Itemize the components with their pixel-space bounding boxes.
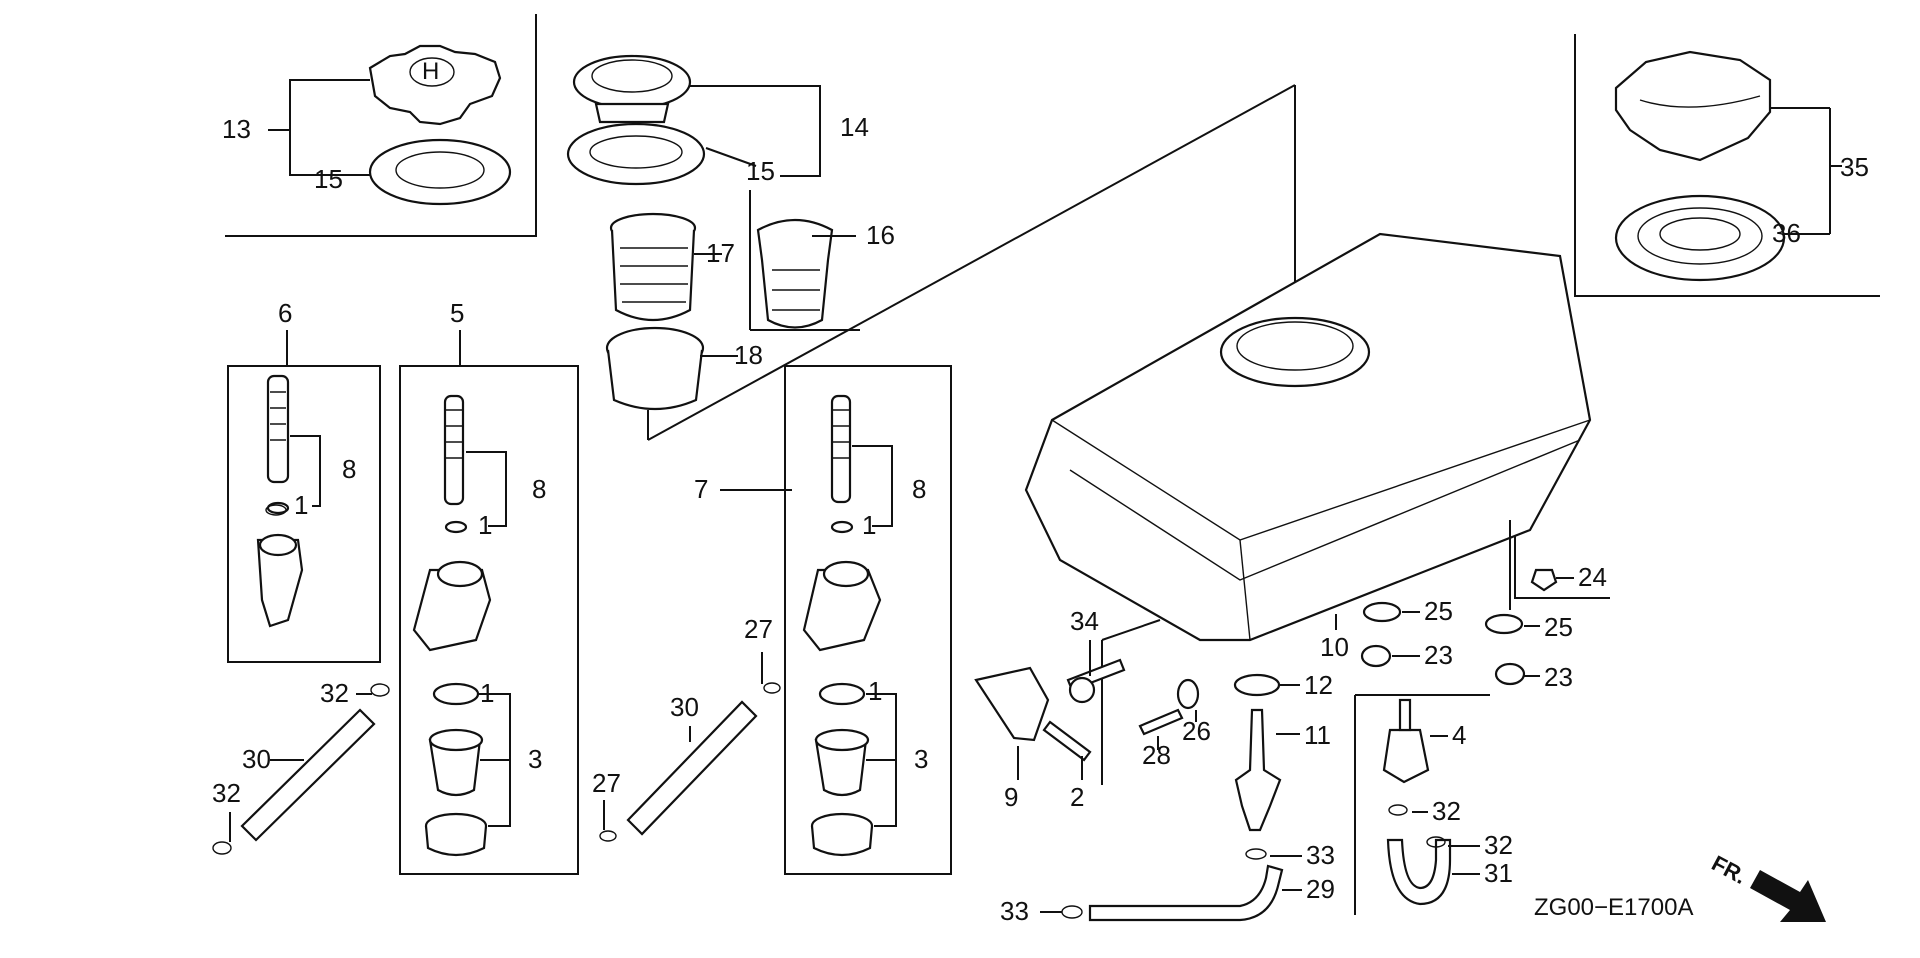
callout-9: 9 xyxy=(1004,782,1018,812)
callout-14: 14 xyxy=(840,112,869,142)
fuel-cap-14 xyxy=(572,54,692,124)
fuel-tube-30-left xyxy=(240,708,376,842)
callout-10: 10 xyxy=(1320,632,1349,662)
callout-6: 6 xyxy=(278,298,292,328)
callout-3-right: 3 xyxy=(914,744,928,774)
fuel-valve-7 xyxy=(802,394,882,857)
callout-25-b: 25 xyxy=(1544,612,1573,642)
callout-1-c: 1 xyxy=(862,510,876,540)
diagram-code: ZG00−E1700A xyxy=(1534,894,1693,921)
gasket-15-center xyxy=(566,122,706,186)
callout-23-a: 23 xyxy=(1424,640,1453,670)
callout-28: 28 xyxy=(1142,740,1171,770)
callout-32-b: 32 xyxy=(212,778,241,808)
fuel-tank-10 xyxy=(1024,232,1592,642)
callout-36: 36 xyxy=(1772,218,1801,248)
callout-12: 12 xyxy=(1304,670,1333,700)
callout-5: 5 xyxy=(450,298,464,328)
gasket-15-left xyxy=(368,138,512,206)
fuel-valve-6 xyxy=(256,374,304,628)
callout-17: 17 xyxy=(706,238,735,268)
strainer-16 xyxy=(756,219,834,329)
callout-16: 16 xyxy=(866,220,895,250)
callout-27-a: 27 xyxy=(744,614,773,644)
callout-7: 7 xyxy=(694,474,708,504)
callout-8-right: 8 xyxy=(912,474,926,504)
gasket-36 xyxy=(1614,194,1786,282)
callout-32-d: 32 xyxy=(1484,830,1513,860)
callout-11: 11 xyxy=(1304,720,1331,750)
callout-27-b: 27 xyxy=(592,768,621,798)
callout-25-a: 25 xyxy=(1424,596,1453,626)
callout-3-left: 3 xyxy=(528,744,542,774)
callout-32-a: 32 xyxy=(320,678,349,708)
fuel-valve-5 xyxy=(412,394,492,857)
callout-34: 34 xyxy=(1070,606,1099,636)
callout-4: 4 xyxy=(1452,720,1466,750)
callout-labels: 13 15 14 15 17 16 18 35 36 6 5 7 8 8 8 1… xyxy=(212,112,1869,926)
callout-23-b: 23 xyxy=(1544,662,1573,692)
callout-1-b: 1 xyxy=(478,510,492,540)
callout-24: 24 xyxy=(1578,562,1607,592)
callout-31: 31 xyxy=(1484,858,1513,888)
fuel-tube-30-center xyxy=(626,700,758,836)
callout-33-a: 33 xyxy=(1306,840,1335,870)
callout-1-a: 1 xyxy=(294,490,308,520)
callout-15-left: 15 xyxy=(314,164,343,194)
callout-13: 13 xyxy=(222,114,251,144)
callout-8-center: 8 xyxy=(532,474,546,504)
callout-1-e: 1 xyxy=(868,676,882,706)
filter-cup-18 xyxy=(605,326,705,411)
cap-logo-glyph: H xyxy=(422,58,439,85)
callout-32-c: 32 xyxy=(1432,796,1461,826)
callout-8-left: 8 xyxy=(342,454,356,484)
strainer-17 xyxy=(609,212,697,321)
callout-26: 26 xyxy=(1182,716,1211,746)
fuel-cap-13: H xyxy=(368,44,502,126)
front-direction-arrow: FR. xyxy=(1708,850,1826,922)
direction-label: FR. xyxy=(1708,850,1751,889)
leader-lines xyxy=(229,79,1842,913)
fuel-cap-35 xyxy=(1614,50,1772,162)
callout-29: 29 xyxy=(1306,874,1335,904)
callout-30-center: 30 xyxy=(670,692,699,722)
callout-33-b: 33 xyxy=(1000,896,1029,926)
callout-1-d: 1 xyxy=(480,678,494,708)
callout-18: 18 xyxy=(734,340,763,370)
callout-35: 35 xyxy=(1840,152,1869,182)
callout-2: 2 xyxy=(1070,782,1084,812)
frame-lines xyxy=(225,14,1880,915)
hardware-parts xyxy=(212,504,1558,922)
callout-30-left: 30 xyxy=(242,744,271,774)
callout-15-center: 15 xyxy=(746,156,775,186)
